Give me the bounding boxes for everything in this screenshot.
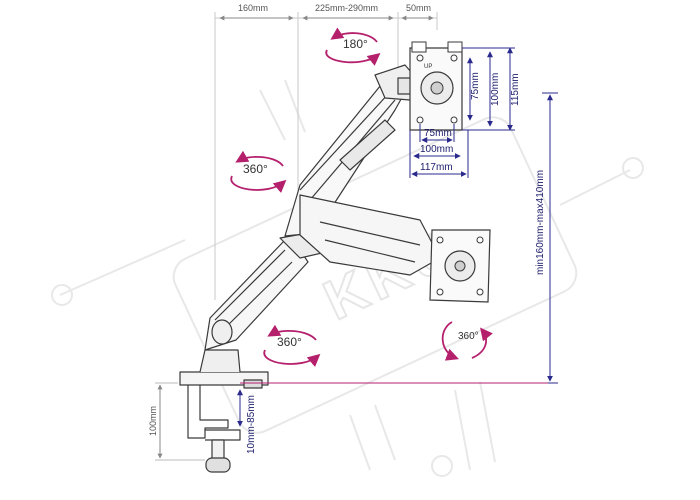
plate-width-117-label: 117mm [420, 162, 453, 173]
top-mid-width-label: 225mm-290mm [315, 3, 378, 13]
plate-dimension-lines [240, 47, 558, 384]
plate-height-100-label: 100mm [490, 73, 501, 106]
rotation-arrows [230, 27, 493, 367]
clamp-dimension-lines [155, 382, 243, 461]
rotation-top-label: 180° [343, 37, 368, 51]
clamp-height-label: 100mm [148, 406, 158, 436]
plate-height-75-label: 75mm [470, 72, 481, 100]
rotation-base-label: 360° [277, 335, 302, 349]
height-range-label: min160mm-max410mm [535, 170, 546, 275]
monitor-arm [179, 64, 441, 473]
vesa-plate-top: UP [409, 41, 463, 131]
rotation-plate-label: 360° [458, 331, 479, 342]
plate-width-75-label: 75mm [424, 128, 452, 139]
top-right-width-label: 50mm [406, 3, 431, 13]
vesa-plate-lower [429, 229, 491, 303]
plate-height-115-label: 115mm [510, 73, 521, 106]
clamp-thickness-label: 10mm-85mm [246, 395, 257, 454]
plate-width-100-label: 100mm [420, 144, 453, 155]
top-left-width-label: 160mm [238, 3, 268, 13]
plate-up-label: UP [424, 64, 432, 70]
rotation-upper-arm-label: 360° [243, 162, 268, 176]
